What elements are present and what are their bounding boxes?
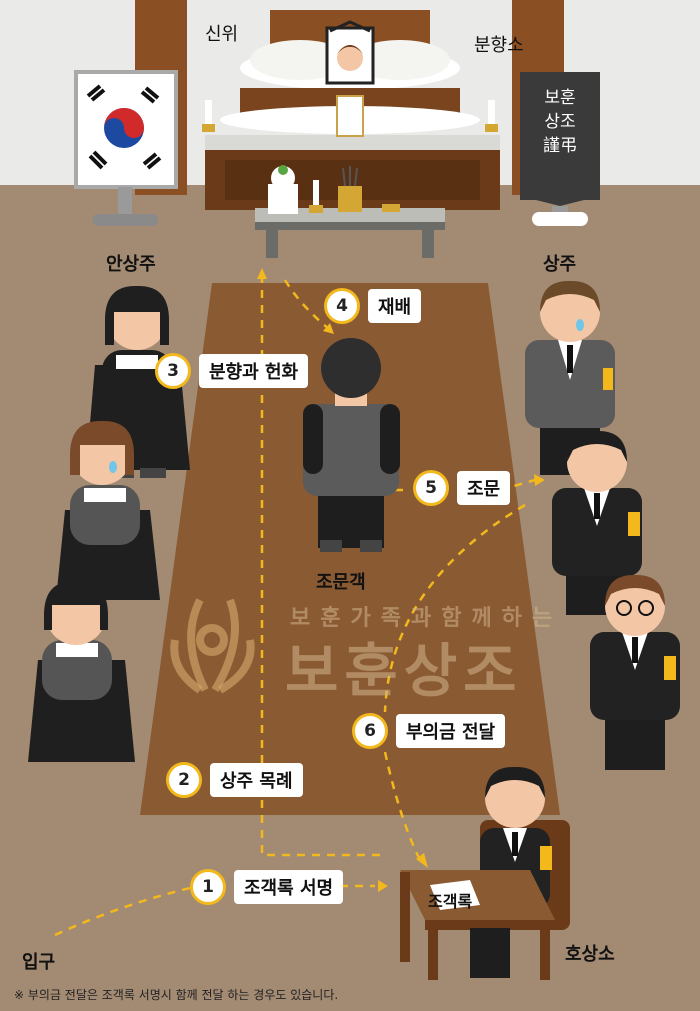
female-mourner-3 (28, 580, 135, 762)
label-sinwi: 신위 (205, 24, 239, 45)
female-mourner-2 (56, 420, 160, 600)
label-josagrok-table: 조객록 (428, 892, 473, 911)
step-1-label: 조객록 서명 (234, 870, 344, 904)
step-3-number: 3 (155, 353, 191, 389)
banner-text: 보훈 상조 謹弔 (530, 86, 590, 158)
label-ipgu: 입구 (22, 952, 56, 973)
step-4: 4 재배 (324, 288, 422, 324)
banner-line-1: 보훈 (544, 88, 576, 108)
memorial-portrait (325, 20, 375, 85)
step-4-label: 재배 (368, 289, 422, 323)
step-3: 3 분향과 헌화 (155, 353, 309, 389)
label-sangju: 상주 (543, 254, 577, 275)
label-jomungaek: 조문객 (316, 572, 366, 593)
step-6-label: 부의금 전달 (396, 714, 506, 748)
guide-arrowheads (257, 268, 545, 892)
step-1-number: 1 (190, 869, 226, 905)
step-2: 2 상주 목례 (166, 762, 303, 798)
step-2-label: 상주 목례 (210, 763, 303, 797)
banner-line-3: 謹弔 (543, 136, 577, 156)
memorial-tablet (336, 95, 364, 137)
memorial-banner (520, 72, 600, 226)
step-5-label: 조문 (457, 471, 511, 505)
reception-desk (400, 870, 555, 980)
watermark-tagline: 보훈가족과함께하는 (290, 606, 563, 631)
step-1: 1 조객록 서명 (190, 869, 344, 905)
step-3-label: 분향과 헌화 (199, 354, 309, 388)
banner-line-2: 상조 (544, 112, 576, 132)
step-6: 6 부의금 전달 (352, 713, 506, 749)
male-mourner-3 (590, 574, 680, 770)
korean-flag (74, 70, 178, 226)
watermark-brand: 보훈상조 (285, 637, 523, 705)
label-hosangso: 호상소 (565, 944, 615, 965)
watermark-emblem (170, 598, 255, 694)
step-6-number: 6 (352, 713, 388, 749)
carpet (140, 283, 560, 815)
step-4-number: 4 (324, 288, 360, 324)
step-2-number: 2 (166, 762, 202, 798)
offering-table (255, 165, 445, 258)
step-5: 5 조문 (413, 470, 511, 506)
label-ansangju: 안상주 (106, 254, 156, 275)
visitor-figure (303, 338, 400, 552)
candles-back (205, 100, 495, 126)
male-mourner-2 (552, 430, 642, 615)
female-mourner-1 (86, 285, 190, 478)
step-5-number: 5 (413, 470, 449, 506)
footnote: ※ 부의금 전달은 조객록 서명시 함께 전달 하는 경우도 있습니다. (14, 988, 339, 1002)
label-bunhyangso: 분향소 (474, 35, 524, 56)
